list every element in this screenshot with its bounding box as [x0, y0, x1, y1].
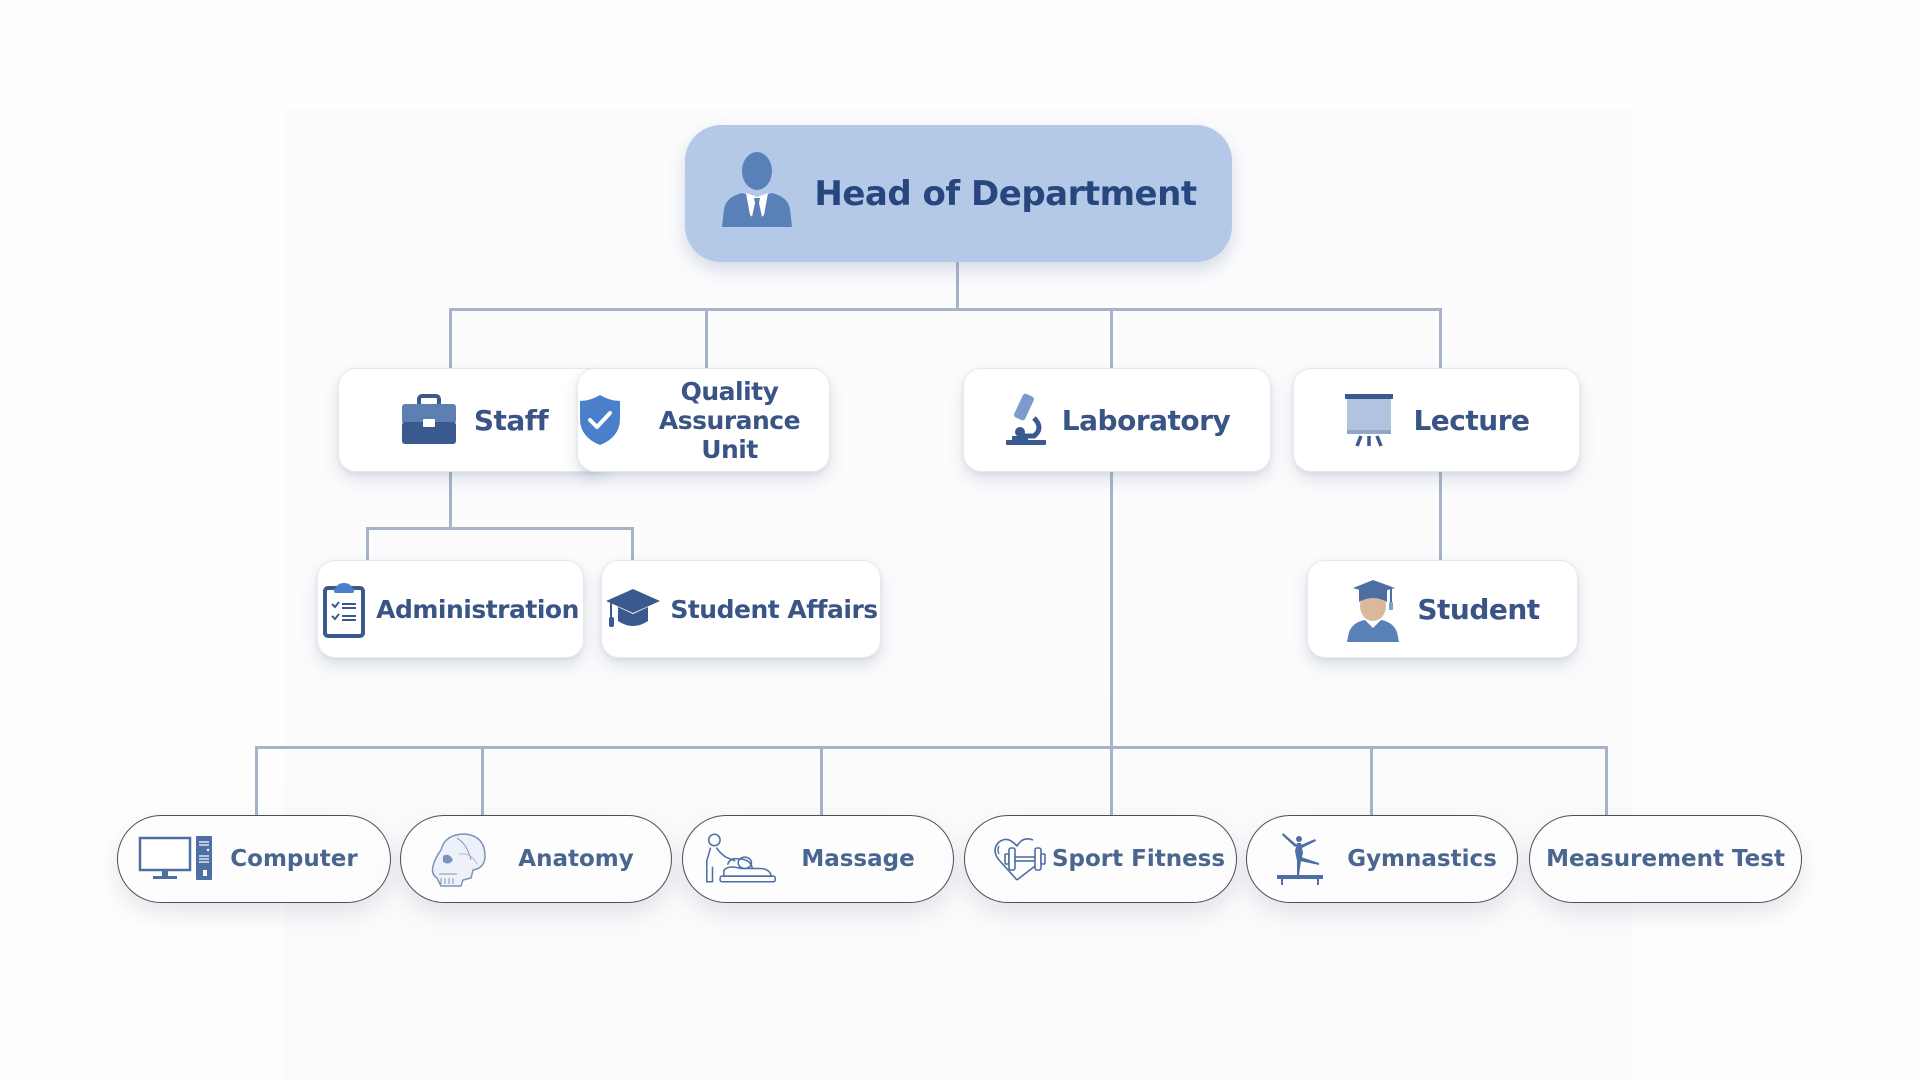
qa-label-line1: Quality Assurance	[658, 376, 801, 435]
connector-laboratory-down	[1110, 472, 1113, 750]
massage-therapy-icon	[703, 830, 779, 888]
node-lecture[interactable]: Lecture	[1293, 368, 1580, 472]
node-measurement-test[interactable]: Measurement Test	[1529, 815, 1802, 903]
node-anatomy[interactable]: Anatomy	[400, 815, 672, 903]
node-quality-assurance-unit[interactable]: Quality Assurance Unit	[577, 368, 830, 472]
desktop-computer-icon	[138, 830, 214, 888]
connector-head-down	[956, 262, 959, 310]
node-administration[interactable]: Administration	[317, 560, 584, 658]
connector-labs-bus	[255, 746, 1608, 749]
staff-label: Staff	[473, 403, 549, 437]
measurement-test-label: Measurement Test	[1546, 846, 1785, 872]
massage-label: Massage	[801, 846, 915, 872]
node-head-of-department[interactable]: Head of Department	[685, 125, 1232, 262]
businessman-icon	[720, 151, 794, 236]
node-student-affairs[interactable]: Student Affairs	[601, 560, 881, 658]
node-computer[interactable]: Computer	[117, 815, 391, 903]
connector-to-gymnastics	[1370, 746, 1373, 816]
computer-label: Computer	[230, 846, 358, 872]
sport-fitness-label: Sport Fitness	[1051, 846, 1226, 872]
connector-to-qa	[705, 308, 708, 369]
connector-staff-bus	[366, 527, 634, 530]
connector-to-administration	[366, 527, 369, 561]
shield-check-icon	[578, 393, 622, 447]
connector-to-student	[1439, 472, 1442, 561]
connector-to-staff	[449, 308, 452, 369]
gymnastics-label: Gymnastics	[1347, 846, 1497, 872]
microscope-icon	[1004, 392, 1050, 448]
briefcase-icon	[400, 394, 458, 446]
heart-dumbbell-icon	[985, 830, 1061, 888]
qa-label-line2: Unit	[701, 434, 758, 464]
connector-to-anatomy	[481, 746, 484, 816]
connector-to-sport-fitness	[1110, 746, 1113, 816]
node-student[interactable]: Student	[1307, 560, 1578, 658]
presentation-board-icon	[1343, 392, 1395, 448]
skull-icon	[421, 830, 497, 888]
node-massage[interactable]: Massage	[682, 815, 954, 903]
graduate-student-icon	[1345, 576, 1401, 642]
connector-to-computer	[255, 746, 258, 816]
node-sport-fitness[interactable]: Sport Fitness	[964, 815, 1237, 903]
connector-to-lecture	[1439, 308, 1442, 369]
clipboard-checklist-icon	[322, 580, 366, 638]
connector-level2-bus	[449, 308, 1442, 311]
gymnast-beam-icon	[1267, 830, 1343, 888]
student-affairs-label: Student Affairs	[670, 594, 878, 624]
head-label: Head of Department	[814, 173, 1197, 214]
connector-staff-down	[449, 472, 452, 529]
connector-to-laboratory	[1110, 308, 1113, 369]
anatomy-label: Anatomy	[518, 846, 634, 872]
node-staff[interactable]: Staff	[338, 368, 610, 472]
laboratory-label: Laboratory	[1061, 403, 1231, 437]
connector-to-student-affairs	[631, 527, 634, 561]
administration-label: Administration	[376, 594, 579, 624]
qa-label: Quality Assurance Unit	[630, 377, 829, 464]
node-laboratory[interactable]: Laboratory	[963, 368, 1271, 472]
graduation-cap-icon	[604, 585, 662, 633]
connector-to-measurement-test	[1605, 746, 1608, 816]
student-label: Student	[1417, 592, 1540, 626]
lecture-label: Lecture	[1413, 403, 1530, 437]
node-gymnastics[interactable]: Gymnastics	[1246, 815, 1518, 903]
connector-to-massage	[820, 746, 823, 816]
